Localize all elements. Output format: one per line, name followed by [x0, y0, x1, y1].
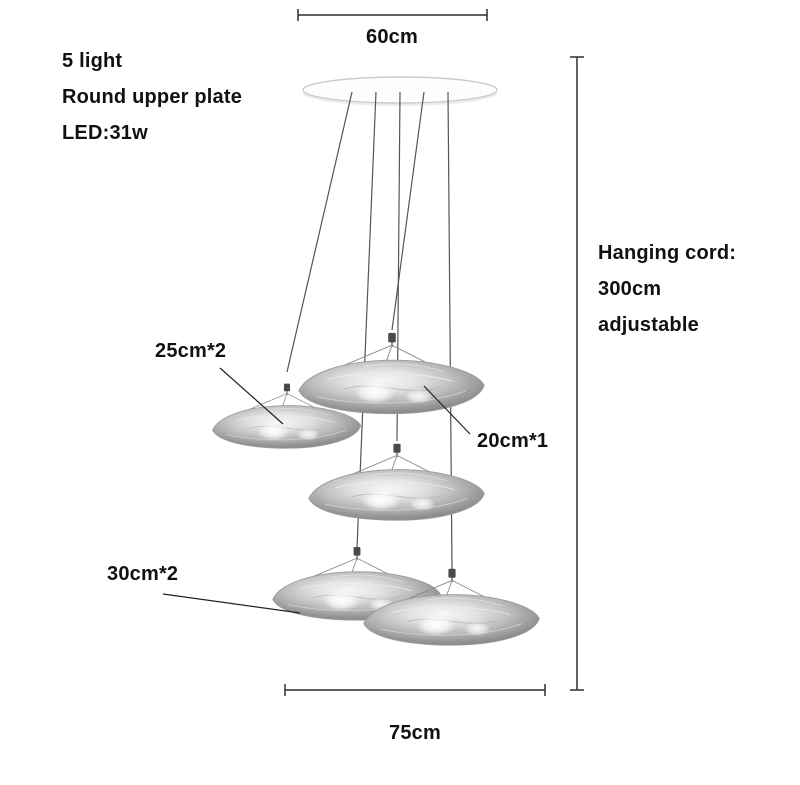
- hanging-cord-label: Hanging cord:: [598, 242, 737, 264]
- cord-4: [356, 91, 377, 549]
- dim-300-line: [570, 56, 584, 691]
- leader-lines: [162, 367, 471, 614]
- hanging-cord-length: 300cm: [598, 278, 662, 300]
- dim-60-line: [297, 9, 488, 21]
- spec-light-count: 5 light: [62, 50, 123, 72]
- hanging-cord-note: adjustable: [598, 314, 699, 336]
- dim-60-label: 60cm: [366, 26, 418, 48]
- spec-wattage: LED:31w: [62, 122, 148, 144]
- dim-75-line: [284, 684, 546, 696]
- lamp-size-20-label: 20cm*1: [477, 430, 549, 452]
- cord-2: [391, 91, 425, 331]
- leader-20: [423, 385, 471, 435]
- leader-30: [162, 593, 301, 614]
- lamp-size-30-label: 30cm*2: [107, 563, 179, 585]
- cord-1: [286, 91, 353, 373]
- spec-plate-type: Round upper plate: [62, 86, 243, 108]
- dim-75-label: 75cm: [389, 722, 441, 744]
- pendant-lamp-3: [308, 443, 485, 521]
- pendant-lamp-1: [298, 332, 485, 415]
- leader-25: [219, 367, 284, 425]
- lamp-size-25-label: 25cm*2: [155, 340, 227, 362]
